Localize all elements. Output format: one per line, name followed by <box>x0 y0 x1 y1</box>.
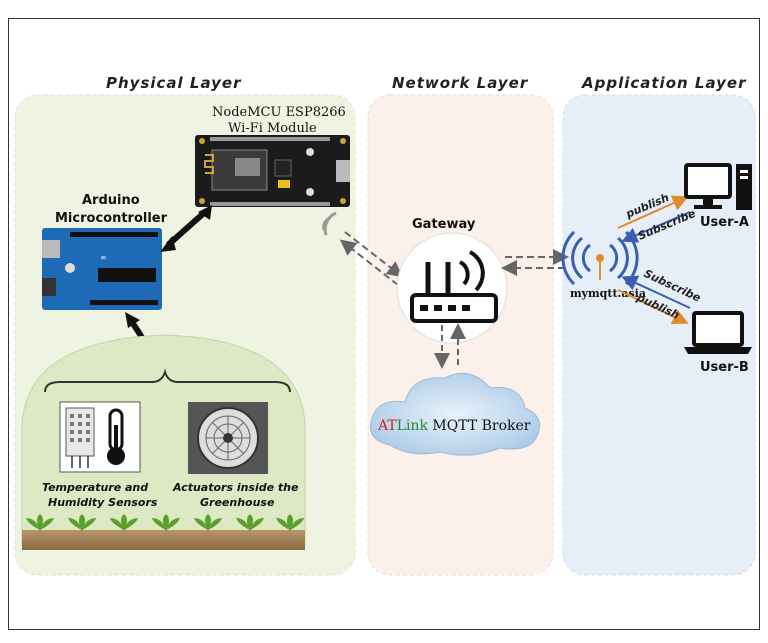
broker-link: Link <box>397 418 429 434</box>
nodemcu-label-2: Wi-Fi Module <box>228 121 317 136</box>
application-layer-title: Application Layer <box>581 74 747 92</box>
user-b-laptop-icon <box>684 311 752 354</box>
nodemcu-board <box>195 135 350 207</box>
actuators-label-1: Actuators inside the <box>172 481 299 494</box>
broker-at: AT <box>377 418 397 434</box>
nodemcu-label-1: NodeMCU ESP8266 <box>212 105 346 120</box>
user-b-label: User-B <box>700 360 749 375</box>
nodemcu-wifi-icon <box>322 211 337 236</box>
user-a-label: User-A <box>700 215 749 230</box>
user-b-arrows <box>617 275 691 325</box>
user-a-desktop-icon <box>684 163 752 210</box>
user-a-arrows <box>617 195 691 243</box>
broker-rest: MQTT Broker <box>428 418 531 434</box>
network-layer-title: Network Layer <box>392 74 529 92</box>
arduino-label-2: Microcontroller <box>55 211 168 226</box>
gateway-broker-arrows <box>434 323 466 369</box>
router-icon <box>396 232 508 344</box>
physical-layer-title: Physical Layer <box>106 74 242 92</box>
mqtt-broker-cloud <box>370 372 541 456</box>
arduino-nodemcu-arrow <box>160 205 212 252</box>
sensors-label-1: Temperature and <box>42 481 148 494</box>
arduino-board: ∞ <box>42 228 162 310</box>
gateway-label: Gateway <box>412 217 476 232</box>
application-layer-bg <box>562 94 756 576</box>
nodemcu-gateway-arrows <box>339 231 404 286</box>
broker-label: ATLink MQTT Broker <box>377 418 531 434</box>
arduino-label-1: Arduino <box>82 193 140 208</box>
greenhouse <box>21 334 306 550</box>
svg-text:∞: ∞ <box>100 253 107 262</box>
gateway-server-arrows <box>501 249 569 276</box>
sensors-label-2: Humidity Sensors <box>48 496 158 509</box>
actuators-label-2: Greenhouse <box>200 496 275 509</box>
